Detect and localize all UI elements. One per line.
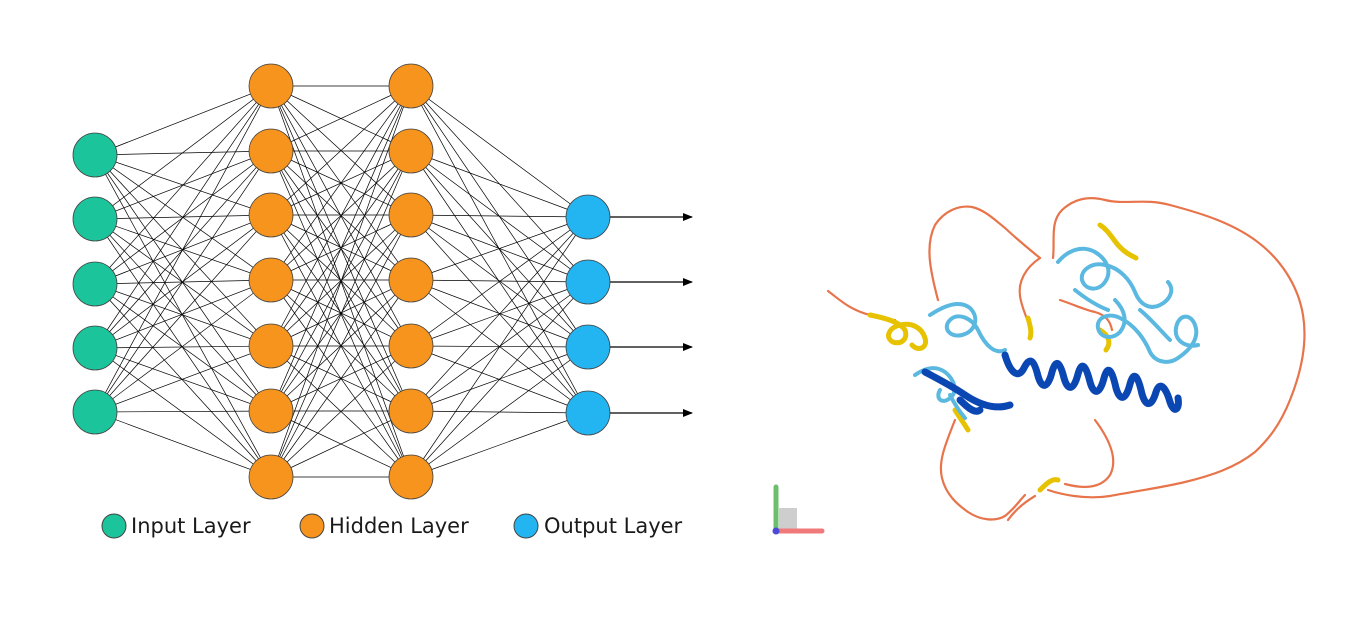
hidden-node — [388, 388, 434, 434]
connection-line — [94, 279, 272, 413]
connection-line — [94, 345, 272, 349]
connection-line — [94, 347, 272, 412]
connection-line — [410, 346, 589, 478]
connection-line — [270, 410, 412, 478]
connection-line — [94, 214, 272, 413]
protein-structure — [826, 197, 1306, 522]
output-arrows — [610, 213, 693, 417]
connection-line — [94, 411, 272, 478]
protein-segments-low — [867, 222, 1139, 493]
axes-plane — [779, 508, 797, 530]
connection-line — [410, 150, 589, 218]
hidden-node — [388, 257, 434, 303]
connection-line — [270, 150, 412, 478]
network-connections — [94, 85, 589, 478]
connection-line — [410, 216, 589, 281]
connection-line — [270, 85, 412, 281]
connection-line — [94, 283, 272, 478]
connection-line — [270, 85, 412, 478]
protein-helix-very-high — [921, 351, 1182, 415]
connection-line — [94, 154, 272, 347]
connection-line — [410, 216, 589, 412]
connection-line — [410, 214, 589, 218]
hidden-node — [248, 454, 294, 500]
hidden-node — [248, 63, 294, 109]
output-node — [565, 194, 611, 240]
connection-line — [270, 85, 412, 152]
input-node — [72, 325, 118, 371]
protein-segments-confident — [913, 246, 1200, 420]
hidden-node — [388, 323, 434, 369]
connection-line — [270, 85, 412, 412]
legend-output-label: Output Layer — [544, 514, 683, 538]
hidden-node — [388, 128, 434, 174]
connection-line — [94, 154, 272, 478]
connection-line — [410, 85, 589, 218]
connection-line — [410, 216, 589, 478]
axes-gizmo-icon — [772, 484, 825, 535]
connection-line — [94, 345, 272, 413]
connection-line — [410, 279, 589, 283]
legend-hidden-label: Hidden Layer — [329, 514, 469, 538]
neural-network-diagram — [72, 63, 693, 500]
connection-line — [94, 218, 272, 347]
legend-hidden-swatch — [299, 513, 325, 539]
connection-line — [270, 279, 412, 478]
input-node — [72, 261, 118, 307]
hidden-node — [248, 128, 294, 174]
hidden-node — [388, 192, 434, 238]
connection-line — [410, 281, 589, 478]
axis-z-dot — [772, 527, 780, 535]
hidden-node — [248, 192, 294, 238]
hidden-node — [248, 323, 294, 369]
input-node — [72, 196, 118, 242]
connection-line — [94, 85, 272, 220]
connection-line — [94, 410, 272, 413]
output-node — [565, 390, 611, 436]
hidden-node — [248, 388, 294, 434]
connection-line — [94, 85, 272, 285]
connection-line — [410, 150, 589, 414]
legend-input-swatch — [101, 513, 127, 539]
connection-line — [270, 214, 412, 478]
connection-line — [94, 283, 272, 412]
hidden-node — [388, 454, 434, 500]
input-node — [72, 389, 118, 435]
hidden-node — [388, 63, 434, 109]
connection-line — [94, 85, 272, 413]
connection-line — [94, 154, 272, 412]
connection-line — [94, 85, 272, 156]
connection-line — [270, 345, 412, 478]
connection-line — [410, 216, 589, 347]
connection-line — [270, 214, 412, 281]
connection-line — [410, 412, 589, 478]
connection-line — [94, 150, 272, 156]
network-nodes — [72, 63, 611, 500]
legend: Input Layer Hidden Layer Output Layer — [101, 513, 683, 539]
legend-input-label: Input Layer — [131, 514, 251, 538]
connection-line — [94, 85, 272, 349]
legend-output-swatch — [513, 513, 539, 539]
connection-line — [270, 85, 412, 347]
connection-line — [410, 150, 589, 348]
output-node — [565, 324, 611, 370]
connection-line — [94, 283, 272, 347]
connection-line — [270, 214, 412, 412]
connection-line — [94, 347, 272, 478]
input-node — [72, 132, 118, 178]
connection-line — [270, 85, 412, 216]
hidden-node — [248, 257, 294, 303]
output-node — [565, 259, 611, 305]
protein-loops-very-low — [826, 197, 1306, 522]
connection-line — [94, 150, 272, 413]
